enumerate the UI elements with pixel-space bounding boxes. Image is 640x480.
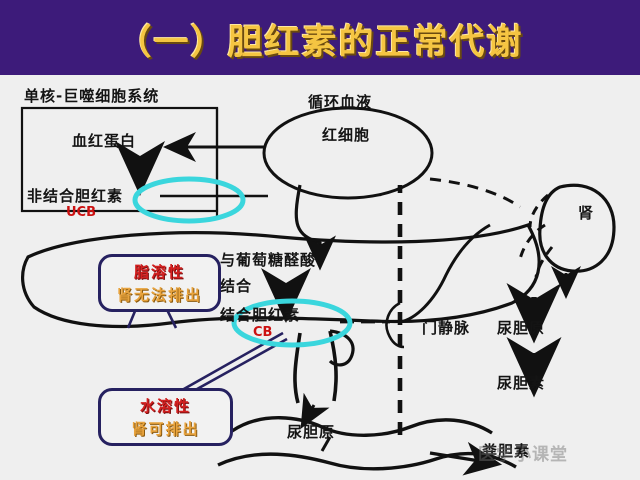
intestine-tick — [320, 436, 332, 452]
dashed-ucb-to-kidney — [429, 177, 521, 209]
label-mononuclear-macrophage-system: 单核-巨噬细胞系统 — [24, 87, 160, 105]
kidney-hilum-3 — [534, 246, 554, 278]
label-glucuronic-acid-conjugation-line1: 与葡萄糖醛酸 — [220, 251, 317, 269]
arrow-bile-to-intestine — [300, 392, 330, 429]
label-conjugated-bilirubin: 结合胆红素 — [220, 306, 301, 324]
lipid-soluble-callout-line2: 肾无法排出 — [116, 286, 202, 304]
label-urine-urobilinogen: 尿胆原 — [497, 319, 546, 337]
kidney-shape — [538, 183, 616, 273]
page-title: （一）胆红素的正常代谢 — [116, 23, 524, 63]
water-soluble-callout-line1: 水溶性 — [139, 397, 191, 415]
watermark-text: 医学小课堂 — [478, 445, 568, 465]
kidney-hilum-1 — [528, 193, 549, 228]
vessel-blood-to-liver — [294, 184, 336, 271]
label-unconjugated-bilirubin: 非结合胆红素 — [27, 187, 124, 205]
arrow-intestine-to-stercobilin — [429, 441, 503, 476]
lipid-soluble-callout-line1: 脂溶性 — [133, 263, 185, 281]
label-portal-vein: 门静脉 — [422, 319, 471, 337]
title-band: （一）胆红素的正常代谢 — [0, 0, 640, 75]
circulating-blood-ellipse — [262, 106, 434, 200]
intestine-upper — [231, 416, 493, 437]
highlight-ellipse-cb — [231, 298, 353, 348]
water-soluble-callout-line2: 肾可排出 — [131, 420, 200, 438]
kidney-hilum-2 — [518, 223, 546, 260]
label-hemoglobin: 血红蛋白 — [72, 132, 137, 150]
label-ucb-abbrev: UCB — [66, 205, 97, 220]
label-red-blood-cell: 红细胞 — [322, 126, 371, 144]
label-glucuronic-acid-conjugation-line2: 结合 — [220, 277, 253, 295]
label-circulating-blood: 循环血液 — [308, 93, 373, 111]
label-intestinal-urobilinogen: 尿胆原 — [287, 423, 336, 441]
portal-vein-hook — [385, 301, 405, 349]
highlight-ellipse-ucb — [132, 176, 246, 224]
portal-vein-curve — [399, 223, 491, 324]
lipid-soluble-callout: 脂溶性 肾无法排出 — [98, 254, 221, 312]
liver-outline — [21, 223, 541, 329]
label-urobilin: 尿胆素 — [497, 374, 546, 392]
label-stercobilin: 粪胆素 — [482, 442, 531, 460]
label-cb-abbrev: CB — [253, 325, 273, 340]
water-soluble-callout: 水溶性 肾可排出 — [98, 388, 233, 446]
bile-duct-left — [293, 332, 302, 404]
label-kidney: 肾 — [578, 204, 595, 222]
